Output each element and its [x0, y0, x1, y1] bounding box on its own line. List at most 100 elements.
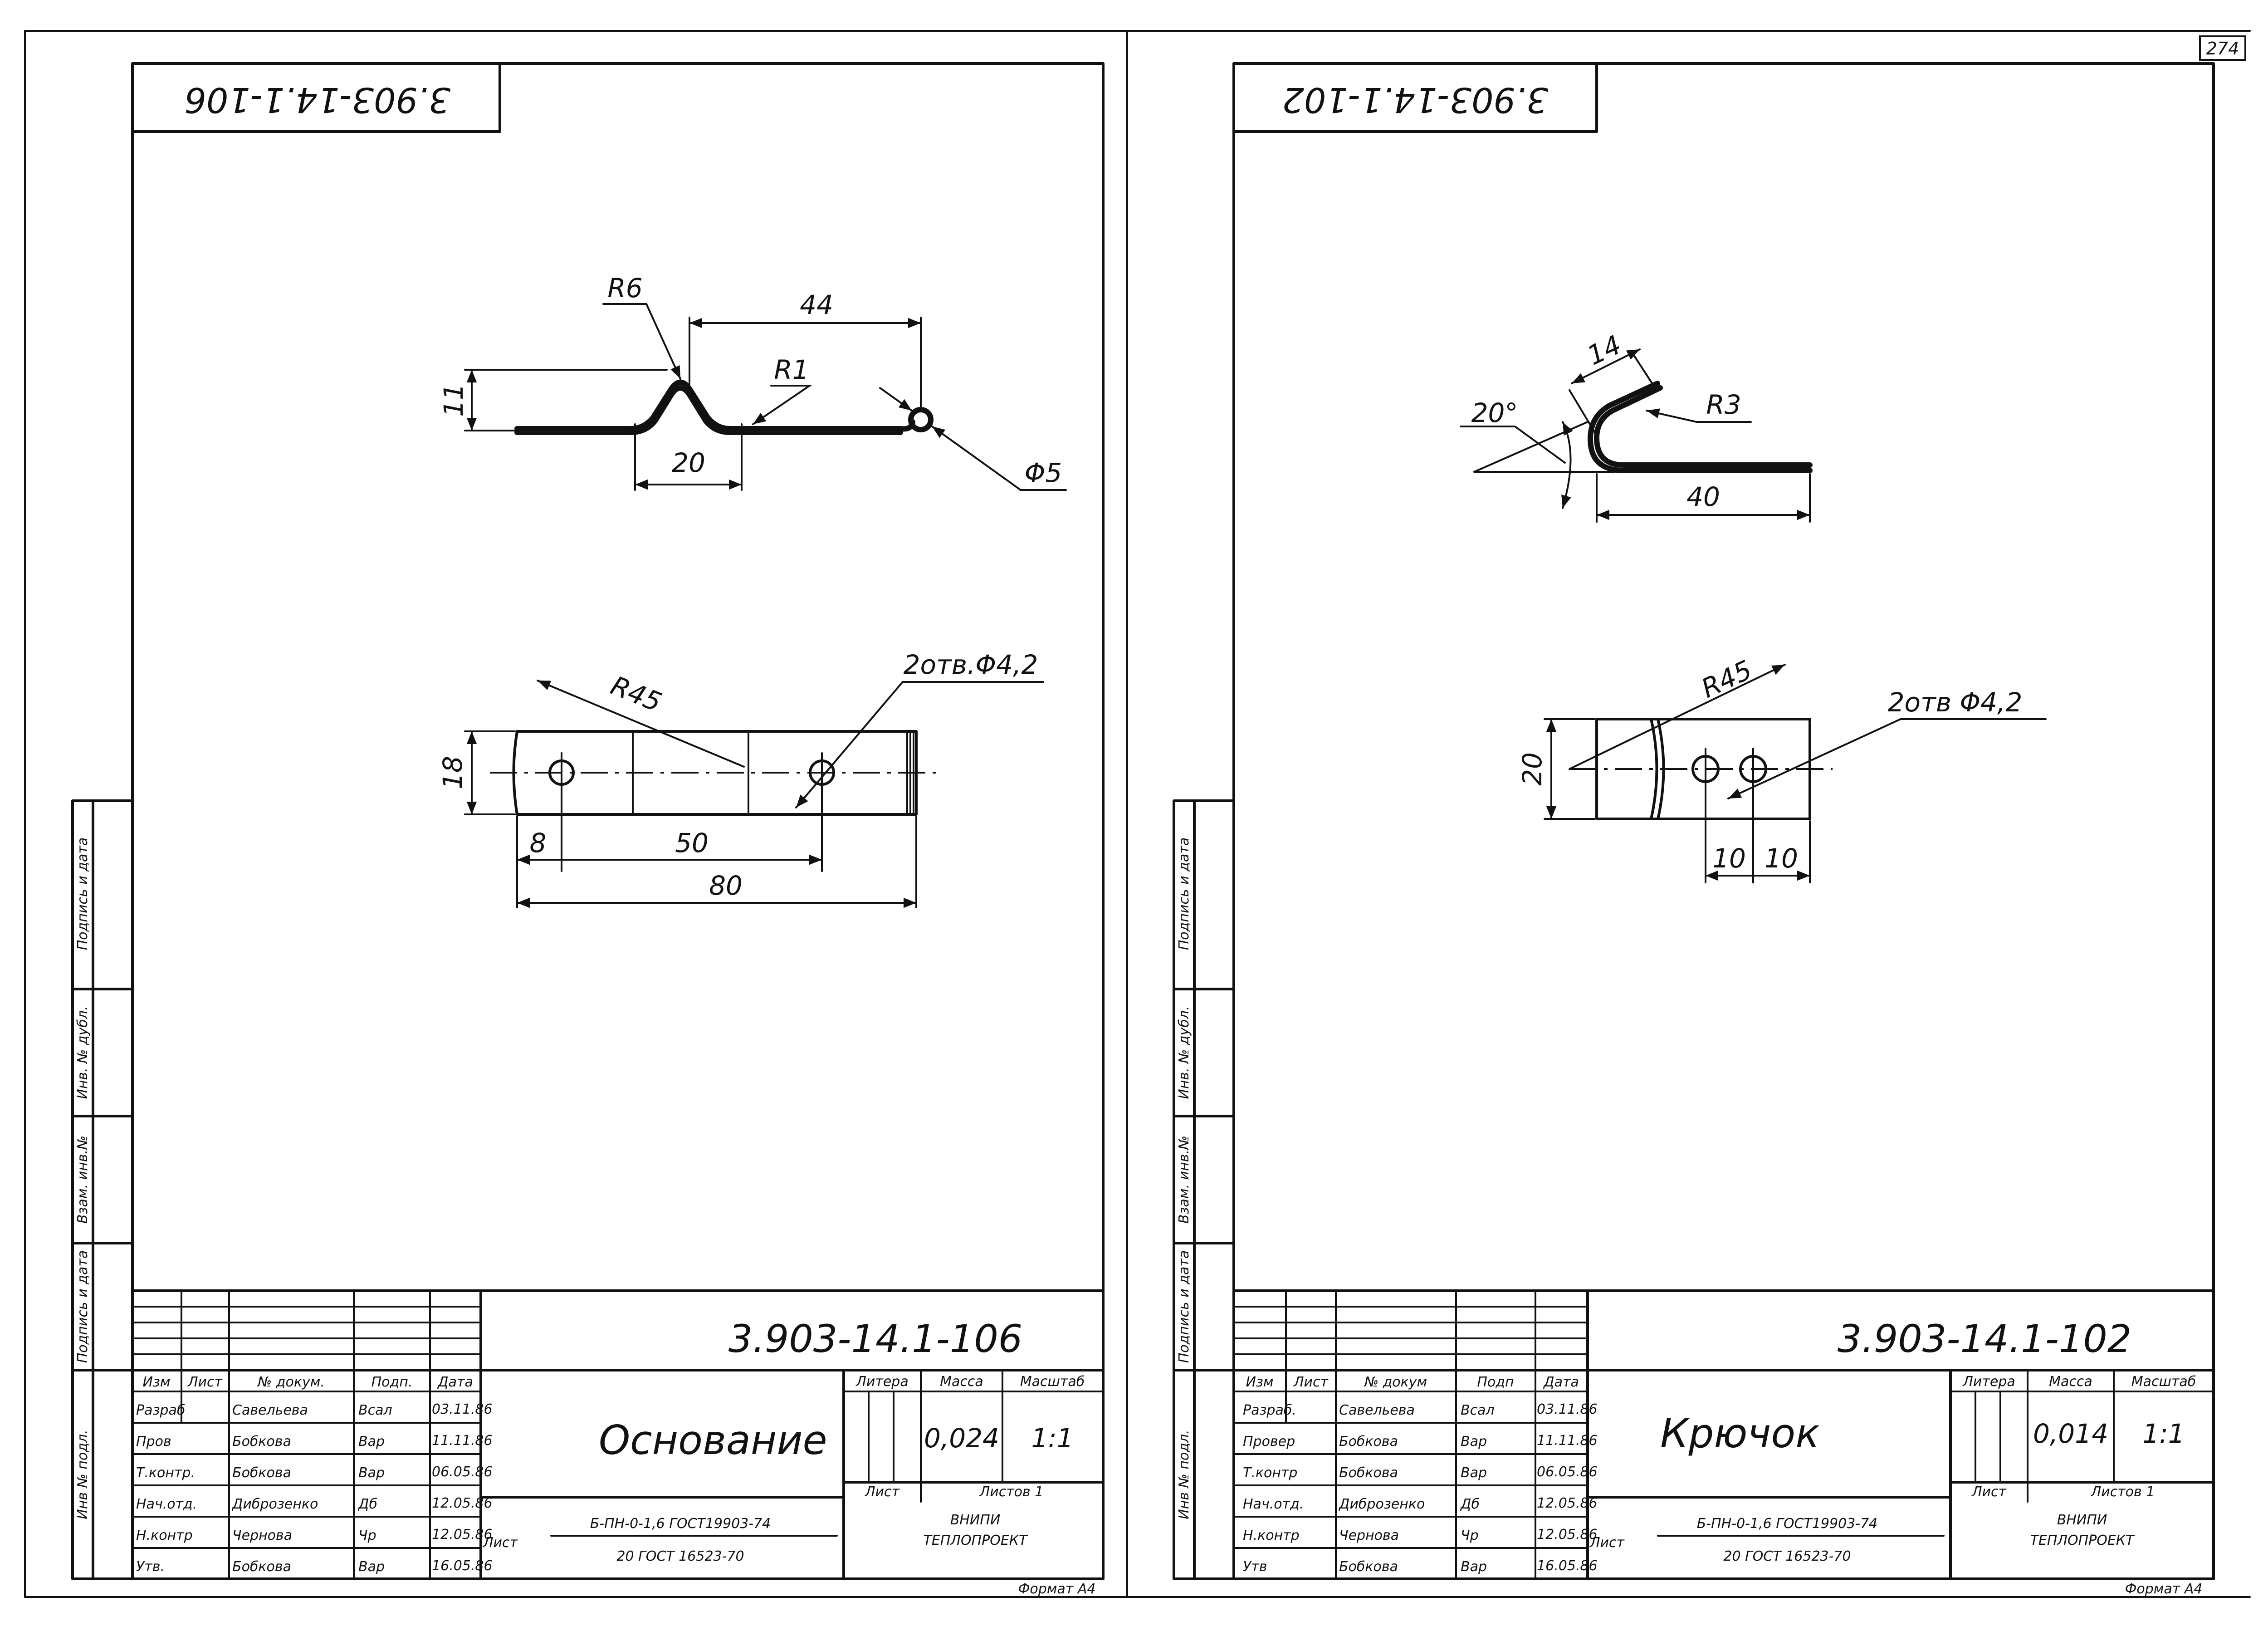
date-5-right: 16.05.86 [1537, 1558, 1598, 1574]
plan-view-osnovanie: R45 2отв.Φ4,2 18 8 50 80 [437, 649, 1044, 908]
name-2-right: Бобкова [1339, 1465, 1398, 1481]
role-3-right: Нач.отд. [1243, 1496, 1304, 1512]
sign-3-right: Дб [1460, 1496, 1480, 1512]
dim-40: 40 [1686, 481, 1720, 512]
date-1-right: 11.11.86 [1537, 1433, 1598, 1449]
dim-r6: R6 [607, 273, 642, 304]
stamp-podpis-data-1-right: Подпись и дата [1176, 1250, 1192, 1363]
date-0: 03.11.86 [432, 1401, 493, 1417]
hdr-list-right: Лист [1293, 1374, 1329, 1390]
dim-holes-right: 2отв Φ4,2 [1888, 687, 2023, 718]
dim-80: 80 [709, 870, 743, 901]
sign-2: Вар [358, 1465, 385, 1481]
format-label-right: Формат А4 [2125, 1581, 2203, 1597]
material-top: Б-ПН-0-1,6 ГОСТ19903-74 [590, 1516, 771, 1532]
material-label-right: Лист [1589, 1535, 1625, 1551]
date-0-right: 03.11.86 [1537, 1401, 1598, 1417]
hdr-podp: Подп. [371, 1374, 413, 1390]
stamp-podpis-data-1: Подпись и дата [75, 1250, 91, 1363]
hdr-izm: Изм [142, 1374, 170, 1390]
date-3-right: 12.05.86 [1537, 1495, 1598, 1511]
hdr-data: Дата [437, 1374, 473, 1390]
sign-4: Чр [358, 1528, 376, 1543]
role-2: Т.контр. [136, 1465, 195, 1481]
name-2: Бобкова [232, 1465, 291, 1481]
mass-value-right: 0,014 [2033, 1418, 2108, 1449]
dim-11: 11 [438, 383, 469, 417]
name-4-right: Чернова [1339, 1528, 1399, 1543]
dim-50: 50 [675, 828, 709, 858]
date-5: 16.05.86 [432, 1558, 493, 1574]
stamp-inv-podl: Инв № подл. [75, 1430, 91, 1519]
hdr-docum-right: № докум [1364, 1374, 1427, 1390]
page-frame: 274 [24, 30, 2251, 1598]
col-mass: Масса [940, 1374, 983, 1390]
stamp-inv-dubl-right: Инв. № дубл. [1176, 1006, 1192, 1099]
dim-20: 20 [672, 447, 705, 478]
sheet-right: 3.903-14.1-102 Подпись и дата Инв. № дуб… [1173, 62, 2215, 1597]
hdr-podp-right: Подп [1477, 1374, 1514, 1390]
sign-1-right: Вар [1461, 1434, 1487, 1450]
dim-r45-right: R45 [1696, 654, 1756, 704]
stamp-podpis-data-2: Подпись и дата [75, 838, 91, 950]
profile-view-osnovanie: 20 11 44 R6 R1 Φ5 [438, 273, 1067, 491]
role-0-right: Разраб. [1243, 1402, 1296, 1418]
dim-44: 44 [800, 289, 833, 320]
doc-number-rotated-right: 3.903-14.1-102 [1282, 80, 1549, 120]
plan-view-kryuchok: R45 2отв Φ4,2 20 10 10 [1517, 654, 2047, 883]
doc-number: 3.903-14.1-106 [728, 1317, 1022, 1361]
stamp-inv-dubl: Инв. № дубл. [75, 1006, 91, 1099]
stamp-vzam-inv-right: Взам. инв.№ [1176, 1136, 1192, 1224]
sign-2-right: Вар [1461, 1465, 1487, 1481]
role-3: Нач.отд. [136, 1496, 197, 1512]
sign-0: Всал [358, 1402, 392, 1418]
hdr-izm-right: Изм [1246, 1374, 1273, 1390]
name-1: Бобкова [232, 1434, 291, 1450]
col-mass-right: Масса [2049, 1374, 2092, 1390]
hdr-list: Лист [187, 1374, 223, 1390]
dim-phi5: Φ5 [1025, 457, 1062, 488]
side-stamp: Подпись и дата Инв. № дубл. Взам. инв.№ … [71, 799, 134, 1580]
name-4: Чернова [232, 1528, 292, 1543]
scale-value-right: 1:1 [2142, 1418, 2185, 1449]
sheets-count: Листов 1 [979, 1484, 1044, 1500]
date-2: 06.05.86 [432, 1464, 493, 1480]
material-bottom-right: 20 ГОСТ 16523-70 [1723, 1548, 1851, 1564]
sheets-count-right: Листов 1 [2091, 1484, 2155, 1500]
side-stamp-right: Подпись и дата Инв. № дубл. Взам. инв.№ … [1173, 799, 1235, 1580]
name-3-right: Диброзенко [1338, 1496, 1425, 1512]
dim-14: 14 [1583, 329, 1626, 371]
stamp-vzam-inv: Взам. инв.№ [75, 1136, 91, 1224]
doc-number-right: 3.903-14.1-102 [1838, 1317, 2131, 1361]
stamp-inv-podl-right: Инв № подл. [1176, 1430, 1192, 1519]
sign-0-right: Всал [1461, 1402, 1495, 1418]
material-top-right: Б-ПН-0-1,6 ГОСТ19903-74 [1697, 1516, 1878, 1532]
dim-20-right: 20 [1517, 752, 1548, 786]
org-line2: ТЕПЛОПРОЕКТ [924, 1533, 1029, 1548]
col-scale: Масштаб [1020, 1374, 1085, 1390]
dim-r45: R45 [606, 670, 666, 718]
role-1-right: Провер [1243, 1434, 1295, 1450]
material-label: Лист [483, 1535, 518, 1551]
dim-20deg: 20° [1471, 397, 1518, 428]
sign-3: Дб [357, 1496, 377, 1512]
dim-10b: 10 [1765, 843, 1798, 874]
date-4-right: 12.05.86 [1537, 1527, 1598, 1543]
date-3: 12.05.86 [432, 1495, 493, 1511]
scale-value: 1:1 [1031, 1423, 1073, 1454]
title-block-left: 3.903-14.1-106 Основание Литера Масса Ма… [131, 1289, 1105, 1597]
material-bottom: 20 ГОСТ 16523-70 [616, 1548, 744, 1564]
col-scale-right: Масштаб [2131, 1374, 2196, 1390]
dim-10a: 10 [1712, 843, 1746, 874]
name-0-right: Савельева [1339, 1402, 1415, 1418]
col-litera-right: Литера [1962, 1374, 2015, 1390]
date-2-right: 06.05.86 [1537, 1464, 1598, 1480]
name-0: Савельева [232, 1402, 308, 1418]
role-5: Утв. [136, 1559, 165, 1575]
date-1: 11.11.86 [432, 1433, 493, 1449]
mass-value: 0,024 [924, 1423, 999, 1454]
hdr-data-right: Дата [1543, 1374, 1579, 1390]
hdr-docum: № докум. [257, 1374, 325, 1390]
page-number: 274 [2206, 39, 2239, 59]
dim-18: 18 [437, 756, 468, 789]
